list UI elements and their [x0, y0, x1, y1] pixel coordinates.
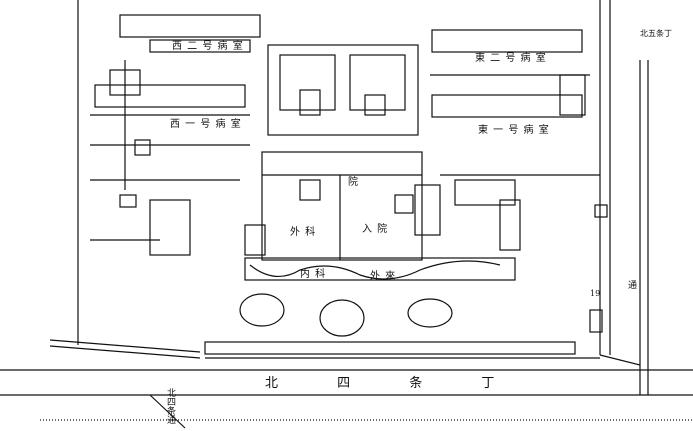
yard-label: 院: [348, 177, 359, 188]
garden-pond-3: [407, 298, 453, 328]
east-1-ward-label: 東 一 号 病 室: [478, 125, 550, 136]
north-west-building: [119, 14, 261, 38]
west-2-ward-label-box: [149, 39, 251, 53]
south-street-label: 北 四 条 丁: [265, 376, 495, 391]
west-annex-block: [149, 199, 191, 256]
east-2-ward-label: 東 二 号 病 室: [475, 53, 547, 64]
west-stair-block: [109, 69, 141, 96]
center-north-building-west: [279, 54, 336, 111]
admission-label: 入 院: [362, 224, 389, 235]
west-1-ward-label: 西 一 号 病 室: [170, 119, 242, 130]
garden-pond-1: [239, 293, 285, 327]
surgery-label: 外 科: [290, 227, 317, 238]
center-north-building-east: [349, 54, 406, 111]
east-street-label: 通: [626, 280, 636, 289]
front-fence: [204, 341, 576, 355]
bottom-left-corner-label: 北四条通: [165, 388, 175, 424]
front-corridor: [244, 257, 516, 281]
lot-number: 19: [590, 289, 601, 298]
internal-medicine-label: 内 科: [300, 269, 327, 280]
garden-pond-2: [319, 299, 365, 337]
east-annex-block: [499, 199, 521, 251]
west-1-ward-row: [94, 84, 246, 108]
top-right-corner-label: 北五条丁: [640, 29, 672, 38]
outpatient-label: 外 來: [370, 271, 397, 282]
west-2-ward-label: 西 二 号 病 室: [172, 41, 244, 52]
center-north-courtyard: [267, 44, 419, 136]
center-main-building: [261, 151, 423, 261]
north-east-building: [431, 29, 583, 53]
east-1-ward-row: [431, 94, 583, 118]
